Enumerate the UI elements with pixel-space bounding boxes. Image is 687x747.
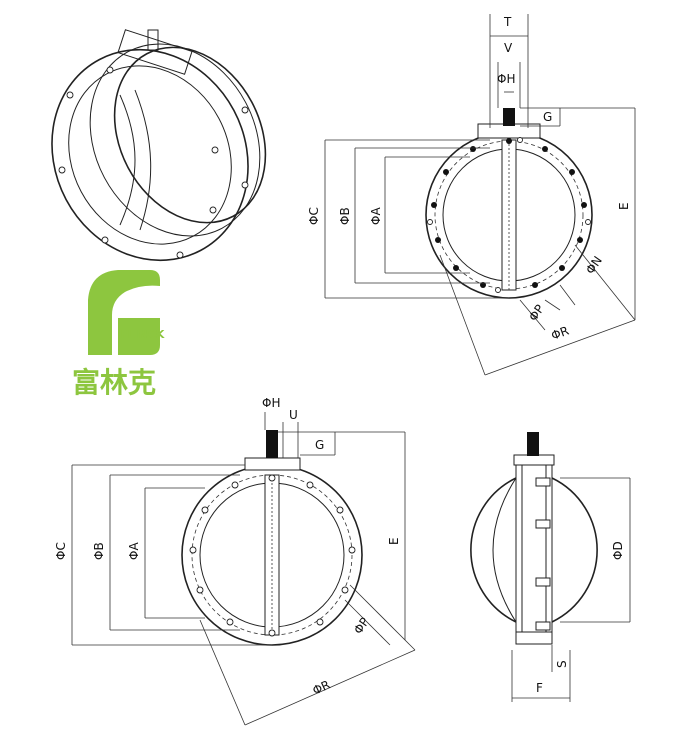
side-view: ΦD S F [470,432,631,702]
logo-brand-latin: FLINCK [120,328,165,341]
dim-label-E: E [617,202,631,210]
isometric-view [51,29,267,262]
dim-label-phiA: ΦA [369,207,383,225]
dim-label-S: S [555,660,569,668]
dim-label-phiH-bottom: ΦH [262,396,280,410]
dim-label-phiR-bottom: ΦR [310,678,332,698]
dim-label-phiB-bottom: ΦB [92,542,106,560]
front-view-top: T V ΦH G ΦC ΦB ΦA E ΦN ΦP ΦR [307,14,636,376]
dim-label-T: T [503,15,512,29]
dim-label-phiC: ΦC [307,207,321,225]
logo-brand-chinese: 富林克 [72,366,156,399]
dim-label-U: U [289,408,298,422]
dim-label-phiD: ΦD [611,541,625,560]
dim-label-G-bottom: G [315,438,324,452]
dim-label-phiN: ΦN [583,254,605,277]
logo-f-lower-shape [118,318,160,355]
dim-label-phiR: ΦR [549,324,571,343]
dim-label-G: G [543,110,552,124]
dim-label-F: F [536,681,543,695]
logo-f-upper-shape [88,270,160,355]
dim-label-V: V [504,41,513,55]
front-view-bottom: ΦH U G ΦC ΦB ΦA E ΦP ΦR [54,396,416,726]
dim-label-phiP-bottom: ΦP [351,615,372,637]
dim-label-E-bottom: E [387,537,401,545]
flinck-logo: FLINCK 富林克 [72,270,165,399]
dim-label-phiC-bottom: ΦC [54,542,68,560]
dim-label-phiP: ΦP [526,302,547,324]
dim-label-phiA-bottom: ΦA [127,542,141,560]
dim-label-phiB: ΦB [338,207,352,225]
dim-label-phiH: ΦH [497,72,515,86]
